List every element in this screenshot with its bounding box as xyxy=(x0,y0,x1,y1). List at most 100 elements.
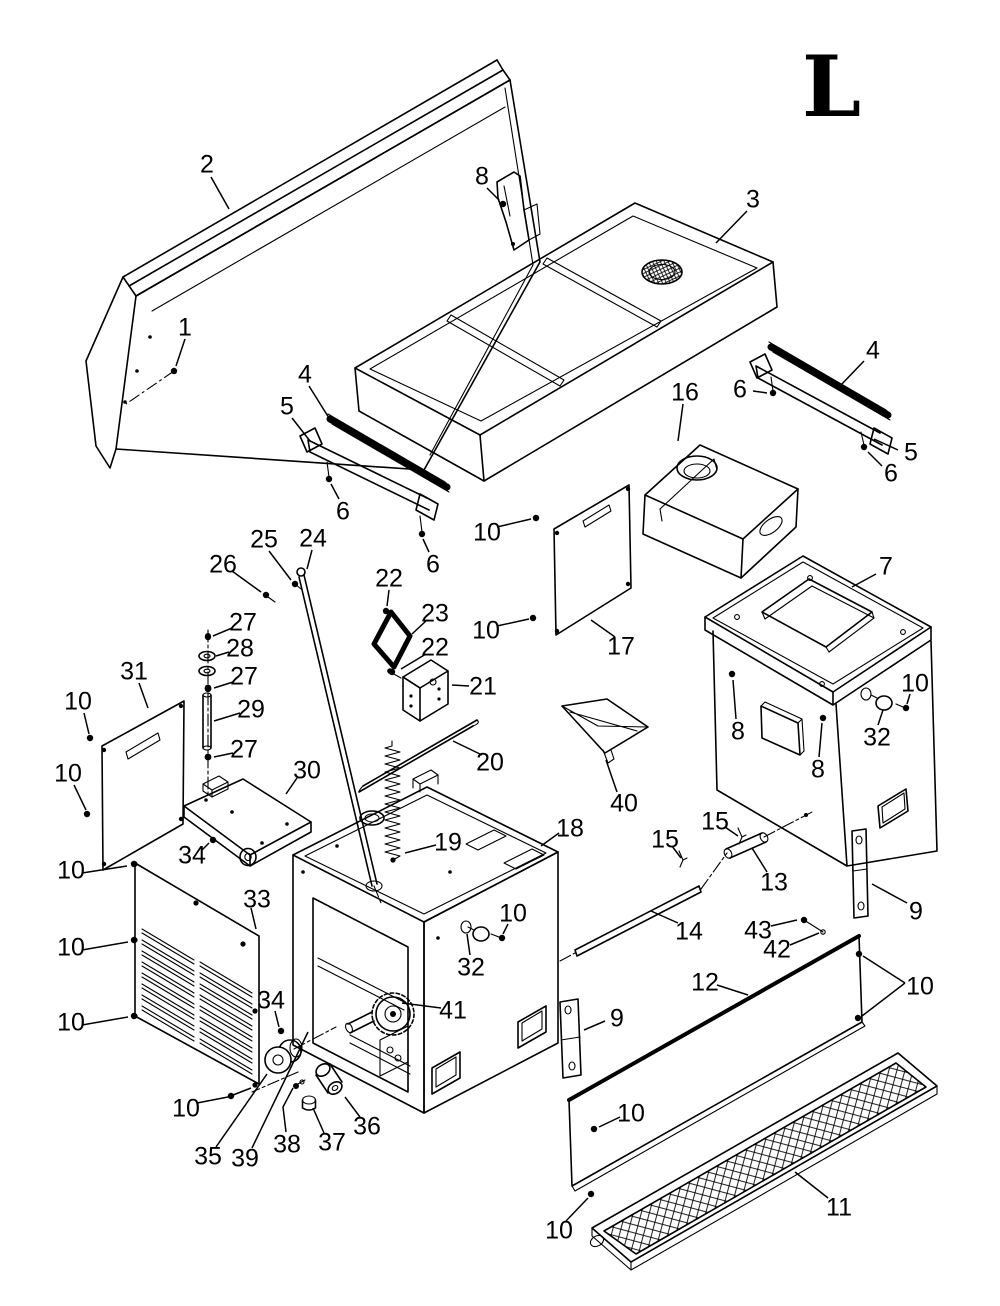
part-number-22: 22 xyxy=(421,634,449,662)
part-number-19: 19 xyxy=(434,829,462,857)
rail-left-4-5 xyxy=(299,413,451,533)
part-number-34: 34 xyxy=(257,987,285,1015)
part-number-10: 10 xyxy=(54,760,82,788)
part-number-10: 10 xyxy=(906,973,934,1001)
callout-10: 10 xyxy=(901,670,929,712)
callout-10: 10 xyxy=(590,1100,645,1133)
callout-7: 7 xyxy=(851,553,893,588)
callout-35: 35 xyxy=(194,1073,268,1171)
callout-8: 8 xyxy=(728,670,745,746)
part-18-cabinet xyxy=(292,769,559,1114)
part-number-39: 39 xyxy=(231,1145,259,1173)
part-17-door-panel xyxy=(553,484,632,636)
part-number-40: 40 xyxy=(610,790,638,818)
callout-33: 33 xyxy=(243,886,271,930)
screws-42-43 xyxy=(803,919,826,935)
callout-10: 10 xyxy=(473,514,540,547)
callout-21: 21 xyxy=(451,673,497,701)
callout-23: 23 xyxy=(411,600,449,635)
callout-13: 13 xyxy=(751,847,788,897)
callout-43: 43 xyxy=(744,917,808,945)
part-number-16: 16 xyxy=(671,379,699,407)
callout-9: 9 xyxy=(583,1005,624,1033)
callout-32: 32 xyxy=(457,933,485,982)
callout-11: 11 xyxy=(794,1171,852,1222)
part-number-24: 24 xyxy=(299,525,327,553)
part-number-41: 41 xyxy=(439,997,467,1025)
callout-28: 28 xyxy=(215,635,254,663)
part-number-2: 2 xyxy=(200,151,214,179)
callout-32: 32 xyxy=(863,709,891,752)
part-11-mesh-tray xyxy=(589,1052,938,1271)
part-3-chip-tray xyxy=(354,202,778,482)
part-number-11: 11 xyxy=(826,1194,852,1222)
part-number-10: 10 xyxy=(57,857,85,885)
part-21-switch-box xyxy=(387,659,449,722)
callout-8: 8 xyxy=(811,714,827,784)
part-number-32: 32 xyxy=(457,954,485,982)
part-number-20: 20 xyxy=(476,749,504,777)
part-number-27: 27 xyxy=(230,663,258,691)
callout-14: 14 xyxy=(650,910,703,946)
part-number-9: 9 xyxy=(610,1005,624,1033)
part-number-38: 38 xyxy=(273,1131,301,1159)
part-number-5: 5 xyxy=(904,439,918,467)
part-number-3: 3 xyxy=(746,186,760,214)
callout-22: 22 xyxy=(375,565,403,615)
callout-27: 27 xyxy=(204,609,257,641)
part-number-17: 17 xyxy=(607,633,635,661)
callout-34: 34 xyxy=(178,836,217,870)
callout-3: 3 xyxy=(715,186,760,244)
callout-10: 10 xyxy=(64,688,94,742)
part-number-14: 14 xyxy=(675,918,703,946)
part-31-door-panel xyxy=(101,700,185,871)
callout-27: 27 xyxy=(204,663,258,693)
callout-10: 10 xyxy=(545,1190,595,1245)
callout-10: 10 xyxy=(57,1009,138,1037)
part-number-10: 10 xyxy=(57,934,85,962)
part-number-25: 25 xyxy=(250,526,278,554)
callout-6: 6 xyxy=(418,530,440,579)
callout-30: 30 xyxy=(285,757,321,795)
part-number-8: 8 xyxy=(731,718,745,746)
callout-10: 10 xyxy=(854,950,934,1022)
callout-10: 10 xyxy=(57,934,138,962)
callout-5: 5 xyxy=(873,438,918,467)
part-number-10: 10 xyxy=(617,1100,645,1128)
callout-17: 17 xyxy=(590,619,635,661)
part-30-mounting-plate xyxy=(183,775,312,867)
part-7-pedestal xyxy=(704,555,938,867)
part-number-10: 10 xyxy=(172,1095,200,1123)
callout-6: 6 xyxy=(733,376,777,404)
callout-18: 18 xyxy=(540,815,584,847)
part-number-6: 6 xyxy=(336,498,350,526)
part-number-30: 30 xyxy=(293,757,321,785)
part-number-10: 10 xyxy=(499,900,527,928)
pulley-35-hardware xyxy=(251,1026,343,1111)
callout-5: 5 xyxy=(280,393,311,442)
callout-29: 29 xyxy=(213,696,265,724)
part-number-12: 12 xyxy=(691,969,719,997)
part-number-15: 15 xyxy=(701,808,729,836)
part-number-10: 10 xyxy=(473,519,501,547)
callout-42: 42 xyxy=(763,932,820,964)
part-number-10: 10 xyxy=(57,1009,85,1037)
part-number-4: 4 xyxy=(866,337,880,365)
callout-38: 38 xyxy=(273,1087,301,1159)
part-number-9: 9 xyxy=(909,898,923,926)
callout-10: 10 xyxy=(57,857,138,885)
part-number-29: 29 xyxy=(237,696,265,724)
callout-20: 20 xyxy=(452,740,504,777)
callout-24: 24 xyxy=(299,525,327,570)
callout-10: 10 xyxy=(472,614,537,645)
part-number-4: 4 xyxy=(298,361,312,389)
part-number-15: 15 xyxy=(651,826,679,854)
part-number-13: 13 xyxy=(760,869,788,897)
callout-40: 40 xyxy=(605,759,638,818)
callout-8: 8 xyxy=(475,163,507,208)
callout-36: 36 xyxy=(344,1096,381,1141)
part-16-pump-box xyxy=(642,444,799,579)
part-33-louver-panel xyxy=(132,861,260,1088)
part-number-23: 23 xyxy=(421,600,449,628)
